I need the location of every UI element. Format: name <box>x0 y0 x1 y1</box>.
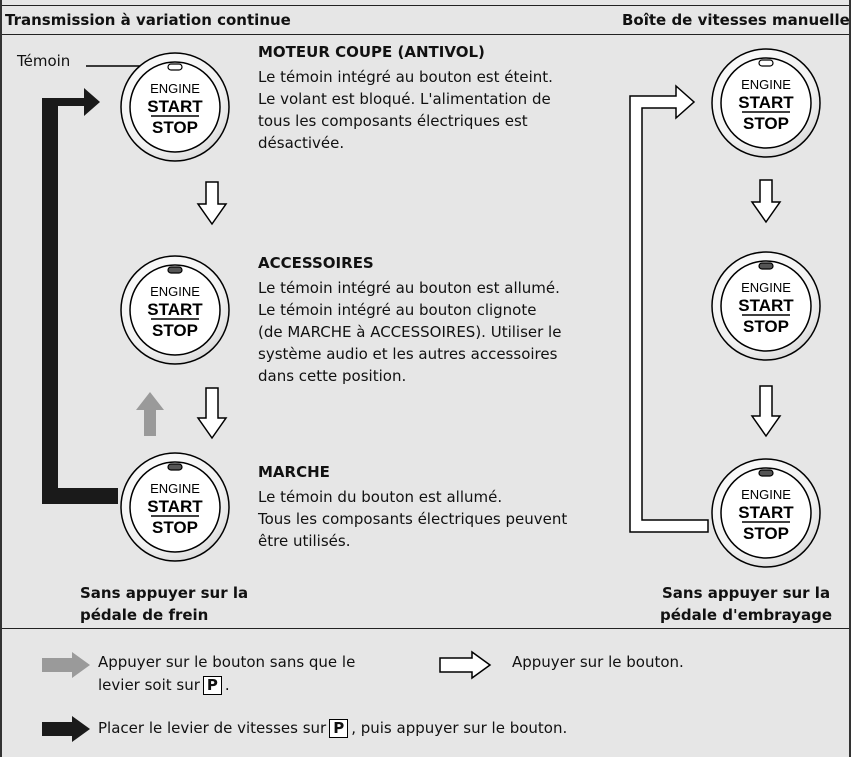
black-return-arrow <box>42 88 118 504</box>
indicator-on <box>167 266 183 274</box>
mode-accessory-body: Le témoin intégré au bouton est allumé. … <box>258 279 562 385</box>
engine-button-on-cvt: ENGINE START STOP <box>120 452 230 562</box>
legend-black-after: , puis appuyer sur le bouton. <box>351 719 568 737</box>
title-manual: Boîte de vitesses manuelle <box>622 11 850 29</box>
button-start-text: START <box>738 503 794 522</box>
button-stop-text: STOP <box>152 118 198 137</box>
legend-white-arrow <box>439 650 492 680</box>
down-arrow-manual-1 <box>750 179 782 224</box>
button-start-text: START <box>738 93 794 112</box>
white-return-arrow <box>629 84 709 533</box>
button-start-text: START <box>147 97 203 116</box>
legend-black-before: Placer le levier de vitesses sur <box>98 719 327 737</box>
button-stop-text: STOP <box>152 518 198 537</box>
button-start-text: START <box>147 300 203 319</box>
button-start-text: START <box>738 296 794 315</box>
mode-off-body: Le témoin intégré au bouton est éteint. … <box>258 68 553 152</box>
button-engine-text: ENGINE <box>150 284 200 299</box>
engine-button-acc-cvt: ENGINE START STOP <box>120 255 230 365</box>
legend-gray-line1: Appuyer sur le bouton sans que le <box>98 653 356 671</box>
button-engine-text: ENGINE <box>150 481 200 496</box>
mode-on-body: Le témoin du bouton est allumé. Tous les… <box>258 488 568 550</box>
indicator-on <box>758 262 774 270</box>
p-position-box: P <box>329 719 349 738</box>
button-stop-text: STOP <box>743 524 789 543</box>
legend-white-text: Appuyer sur le bouton. <box>512 653 684 671</box>
button-engine-text: ENGINE <box>741 280 791 295</box>
button-engine-text: ENGINE <box>741 487 791 502</box>
indicator-label: Témoin <box>17 52 71 70</box>
gray-up-arrow <box>136 392 164 436</box>
caption-clutch: Sans appuyer sur la pédale d'embrayage <box>660 584 833 624</box>
button-stop-text: STOP <box>152 321 198 340</box>
button-engine-text: ENGINE <box>150 81 200 96</box>
legend-rule <box>2 628 849 629</box>
button-engine-text: ENGINE <box>741 77 791 92</box>
right-border <box>849 0 856 757</box>
button-stop-text: STOP <box>743 317 789 336</box>
indicator-off <box>167 63 183 71</box>
mode-accessory-heading: ACCESSOIRES <box>258 254 374 272</box>
engine-button-on-manual: ENGINE START STOP <box>711 458 821 568</box>
down-arrow-off-to-acc <box>196 181 228 226</box>
mode-on-heading: MARCHE <box>258 463 330 481</box>
down-arrow-acc-to-on <box>196 387 228 440</box>
indicator-on <box>758 469 774 477</box>
indicator-off <box>758 59 774 67</box>
legend-gray-end: . <box>224 676 230 694</box>
engine-button-acc-manual: ENGINE START STOP <box>711 251 821 361</box>
indicator-on <box>167 463 183 471</box>
legend-gray-arrow <box>42 652 90 678</box>
legend-gray-line2-text: levier soit sur <box>98 676 200 694</box>
left-border <box>0 0 2 757</box>
button-stop-text: STOP <box>743 114 789 133</box>
mode-off-heading: MOTEUR COUPE (ANTIVOL) <box>258 43 485 61</box>
button-start-text: START <box>147 497 203 516</box>
top-rule <box>2 5 849 6</box>
title-rule <box>2 34 849 35</box>
caption-brake: Sans appuyer sur la pédale de frein <box>80 584 249 624</box>
engine-button-off-manual: ENGINE START STOP <box>711 48 821 158</box>
down-arrow-manual-2 <box>750 385 782 438</box>
title-cvt: Transmission à variation continue <box>5 11 291 29</box>
engine-button-off-cvt: ENGINE START STOP <box>120 52 230 162</box>
p-position-box: P <box>202 676 222 695</box>
legend-black-arrow <box>42 716 90 742</box>
